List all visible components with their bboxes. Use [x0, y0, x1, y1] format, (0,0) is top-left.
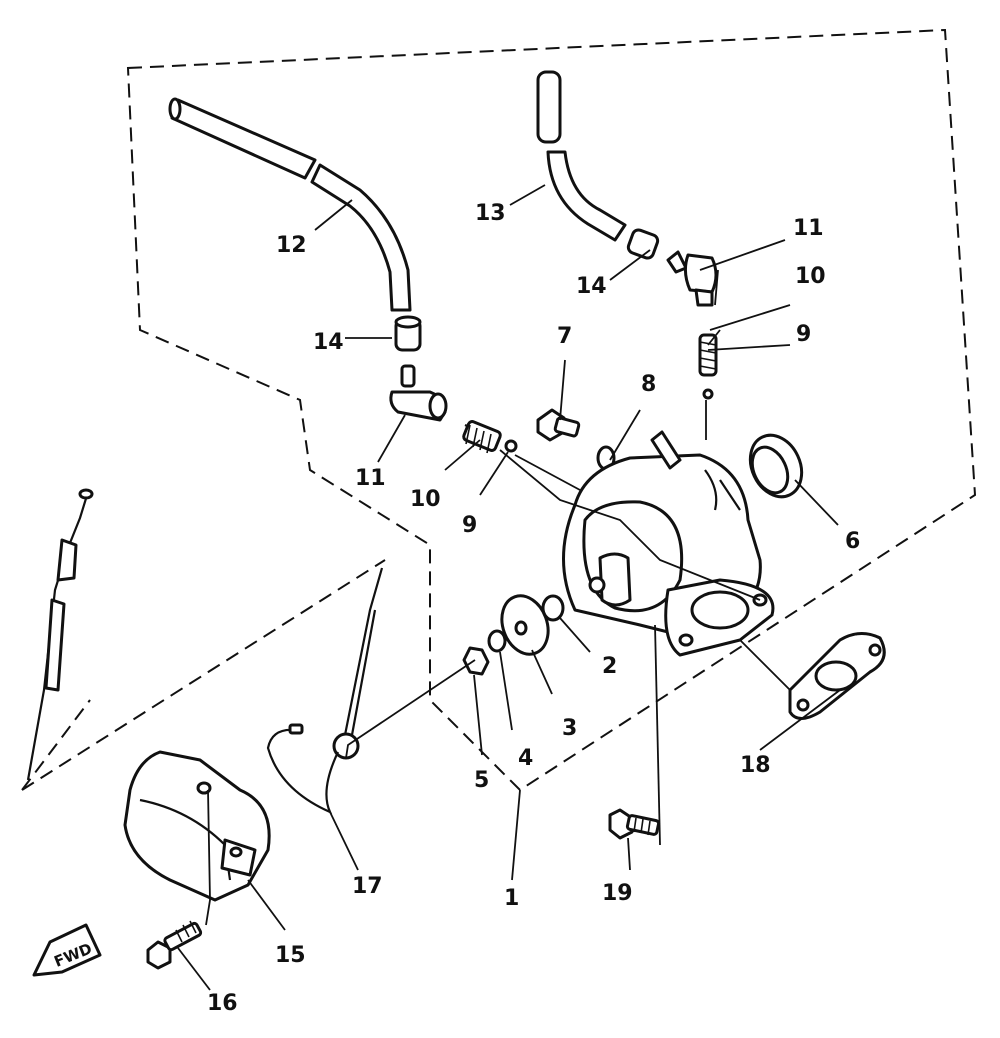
- lock-washer-4: [487, 629, 507, 653]
- callout-4: 4: [518, 746, 533, 771]
- cable-17: [26, 488, 384, 815]
- assembly-boundary-dashed: [126, 28, 977, 792]
- ball-9-right: [702, 388, 714, 400]
- callout-8: 8: [641, 372, 656, 397]
- bolt-19: [608, 808, 661, 840]
- leader-lines: [177, 184, 841, 991]
- callout-7: 7: [557, 324, 572, 349]
- spring-10-right: [698, 333, 718, 377]
- callout-9-left: 9: [462, 513, 477, 538]
- hose-12: [168, 97, 412, 312]
- nut-5: [462, 646, 490, 676]
- ferrule-14-left: [394, 315, 422, 352]
- callout-18: 18: [740, 753, 771, 778]
- callout-13: 13: [475, 201, 506, 226]
- callout-19: 19: [602, 881, 633, 906]
- callout-11-left: 11: [355, 466, 386, 491]
- callout-9-right: 9: [796, 322, 811, 347]
- elbow-fitting-11-right: [666, 250, 718, 307]
- callout-2: 2: [602, 654, 617, 679]
- plate-3: [500, 594, 550, 656]
- callout-16: 16: [207, 991, 238, 1016]
- gasket-18: [788, 632, 886, 720]
- ball-9-left: [504, 439, 518, 453]
- callout-15: 15: [275, 943, 306, 968]
- oil-pump-body-1: [562, 430, 775, 657]
- oil-seal-6: [748, 433, 804, 499]
- cable-boundary-dashed: [21, 559, 386, 791]
- callout-3: 3: [562, 716, 577, 741]
- cover-15: [123, 750, 271, 902]
- callout-17: 17: [352, 874, 383, 899]
- washer-2: [541, 594, 565, 622]
- hose-13: [536, 70, 627, 242]
- fwd-arrow-icon: FWD: [32, 923, 102, 977]
- callout-14-left: 14: [313, 330, 344, 355]
- spring-10-left: [462, 420, 502, 454]
- callout-14-right: 14: [576, 274, 607, 299]
- callout-5: 5: [474, 768, 489, 793]
- callout-10-left: 10: [410, 487, 441, 512]
- callout-12: 12: [276, 233, 307, 258]
- ferrule-14-right: [626, 228, 660, 260]
- callout-1: 1: [504, 886, 519, 911]
- bolt-7: [536, 408, 581, 442]
- bolt-16: [146, 920, 203, 970]
- elbow-fitting-11-left: [389, 364, 448, 422]
- callout-6: 6: [845, 529, 860, 554]
- callout-11-right: 11: [793, 216, 824, 241]
- callout-10-right: 10: [795, 264, 826, 289]
